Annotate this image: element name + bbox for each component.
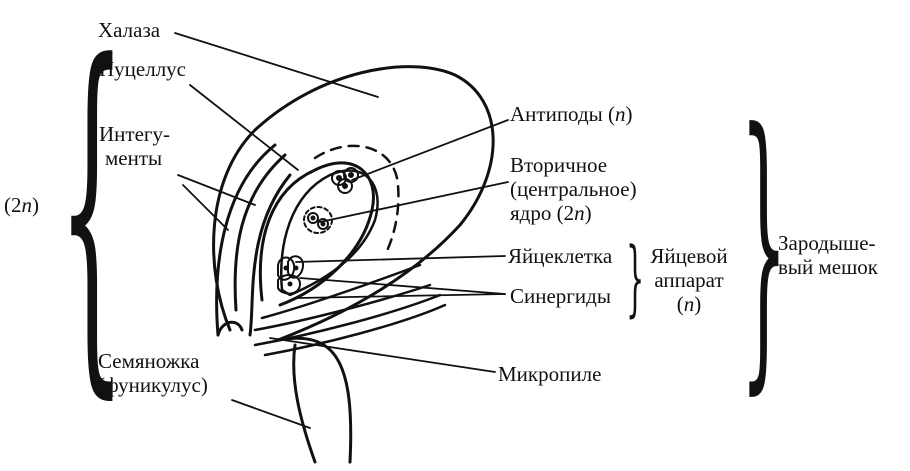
micropyle-layer-1 bbox=[260, 263, 422, 320]
micropyle-label: Микропиле bbox=[498, 362, 602, 386]
leader-chalaza bbox=[174, 32, 379, 98]
integuments-label: Интегу- менты bbox=[99, 122, 171, 170]
leader-synergid-b bbox=[299, 277, 506, 295]
egg-apparatus-brace: } bbox=[626, 231, 645, 326]
left-brace: { bbox=[58, 0, 126, 429]
leader-micropyle bbox=[269, 337, 496, 373]
secondary-nucleus-label: Вторичное (центральное) ядро (2n) bbox=[510, 153, 637, 225]
nucellus-label: Нуцеллус bbox=[99, 57, 187, 81]
antipodes-label: Антиподы (n) bbox=[510, 102, 633, 126]
micropyle-layer-4 bbox=[263, 303, 447, 357]
egg-cell-label: Яйцеклетка bbox=[508, 244, 613, 268]
leader-secondary bbox=[319, 181, 509, 223]
leader-egg bbox=[295, 255, 506, 263]
dashed-nucellus bbox=[313, 144, 400, 257]
leader-antipodes bbox=[351, 119, 509, 181]
ploidy-left-label: (2n) bbox=[4, 193, 39, 217]
funiculus-left-edge bbox=[292, 343, 317, 464]
micropyle-layer-3 bbox=[253, 293, 442, 347]
integument-2 bbox=[233, 153, 287, 312]
leader-funiculus bbox=[231, 399, 311, 429]
embryo-sac-label: Зародыше- вый мешок bbox=[778, 231, 878, 279]
antipodes-cells bbox=[331, 167, 359, 194]
chalaza-label: Халаза bbox=[98, 18, 161, 42]
embryo-sac bbox=[280, 169, 379, 297]
leader-nucellus bbox=[189, 84, 299, 171]
synergids-label: Синергиды bbox=[510, 284, 611, 308]
micropyle-layer-2 bbox=[253, 283, 432, 332]
integument-1-tip bbox=[216, 320, 244, 337]
leader-lines bbox=[174, 32, 509, 429]
integument-3 bbox=[248, 173, 292, 337]
outer-integument bbox=[212, 65, 495, 342]
leader-integument-b bbox=[182, 184, 229, 231]
funiculus-right-edge bbox=[276, 336, 353, 464]
embryo-sac-brace: } bbox=[740, 70, 788, 419]
egg-apparatus-label: Яйцевой аппарат (n) bbox=[650, 244, 728, 316]
leader-synergid-a bbox=[297, 293, 506, 299]
leader-integument-a bbox=[177, 174, 256, 206]
egg-apparatus-cells bbox=[277, 255, 305, 295]
funiculus-label: Семяножка (фуникулус) bbox=[98, 349, 208, 397]
